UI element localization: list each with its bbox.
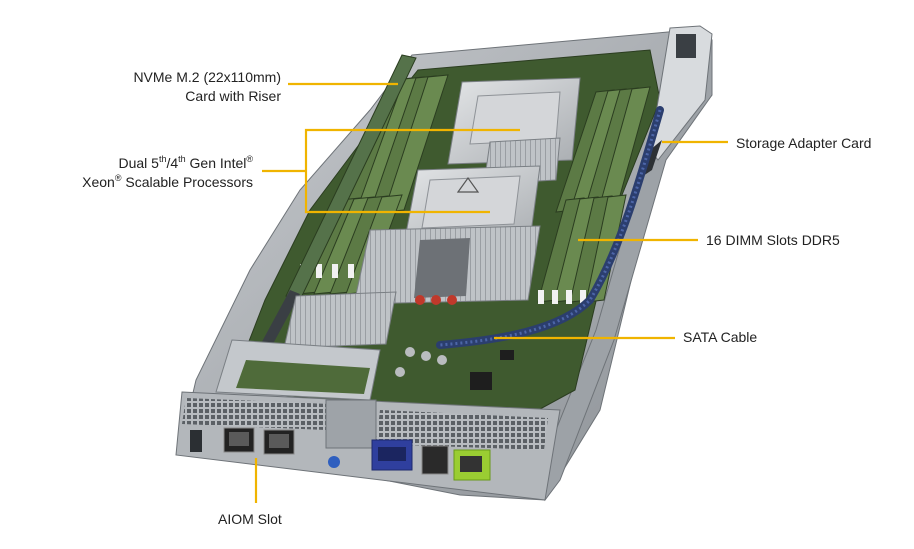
- cpu-text-c: Gen Intel: [185, 155, 247, 171]
- chipset-heatsink: [283, 291, 397, 349]
- cpu-text-a: Dual 5: [118, 155, 159, 171]
- cpu-text-b: /4: [166, 155, 179, 171]
- label-storage-adapter: Storage Adapter Card: [736, 135, 872, 151]
- cpu-text-scalable: Scalable Processors: [121, 174, 253, 190]
- cpu-heatsink-rear: [447, 77, 581, 185]
- cpu-text-xeon: Xeon: [82, 174, 115, 190]
- leader-lines: [254, 82, 728, 503]
- label-aiom-slot: AIOM Slot: [218, 511, 282, 527]
- cpu-sup-2: th: [178, 154, 186, 164]
- dimm-bank-left-back: [341, 74, 449, 213]
- cpu-heatsink-front: [353, 165, 541, 305]
- label-nvme-m2: NVMe M.2 (22x110mm) Card with Riser: [133, 68, 281, 106]
- label-processors: Dual 5th/4th Gen Intel® Xeon® Scalable P…: [82, 154, 253, 192]
- label-cpu-line1: Dual 5th/4th Gen Intel®: [82, 154, 253, 173]
- label-dimm-slots: 16 DIMM Slots DDR5: [706, 232, 840, 248]
- aiom-module: [215, 339, 381, 401]
- motherboard-components: [395, 295, 514, 390]
- label-nvme-line2: Card with Riser: [185, 88, 281, 104]
- cpu-reg-2: ®: [114, 173, 122, 183]
- rear-io-panel: [175, 391, 561, 501]
- label-sata-cable: SATA Cable: [683, 329, 758, 345]
- dimm-bank-right: [537, 86, 651, 304]
- leader-cpu-bracket: [304, 128, 520, 214]
- cpu-reg-1: ®: [246, 154, 253, 164]
- label-cpu-line2: Xeon® Scalable Processors: [82, 173, 253, 192]
- cpu-sup-1: th: [158, 154, 167, 164]
- label-nvme-line1: NVMe M.2 (22x110mm): [133, 69, 281, 85]
